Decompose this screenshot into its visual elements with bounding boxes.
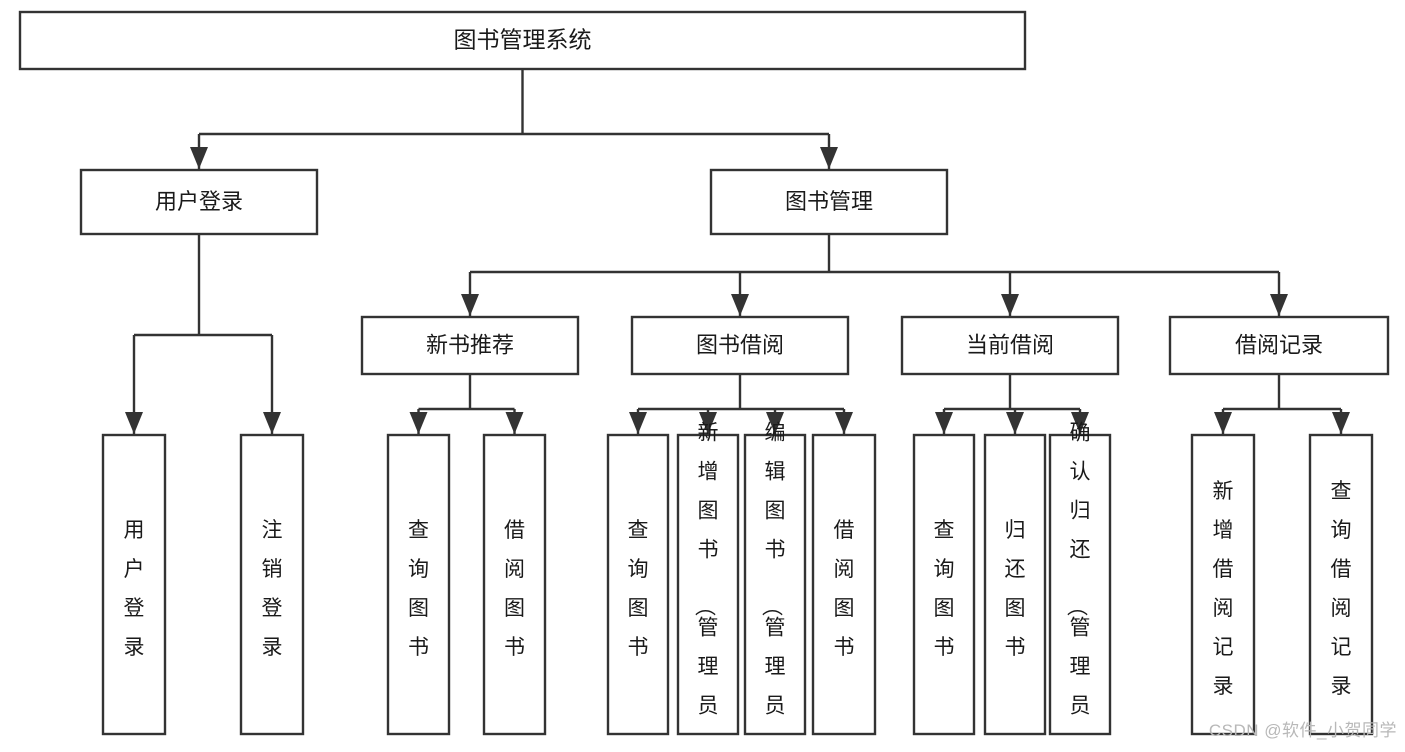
- node-label-root: 图书管理系统: [454, 27, 592, 53]
- node-label-leaf-5: 新增图书（管理员）: [693, 421, 719, 747]
- node-box-leaf-5[interactable]: [676, 433, 740, 736]
- arrow-head-icon: [820, 147, 838, 169]
- node-box-level3-2[interactable]: [900, 315, 1120, 376]
- node-label-level2-0: 用户登录: [155, 189, 243, 214]
- arrow-head-icon: [461, 294, 479, 316]
- node-box-leaf-4[interactable]: [606, 433, 670, 736]
- node-box-level2-0[interactable]: [79, 168, 319, 236]
- arrow-head-icon: [263, 412, 281, 434]
- arrow-head-icon: [409, 412, 428, 434]
- arrow-head-icon: [629, 412, 647, 434]
- node-box-leaf-12[interactable]: [1308, 433, 1374, 736]
- arrow-head-icon: [505, 412, 524, 434]
- node-box-leaf-2[interactable]: [386, 433, 451, 736]
- node-boxes: 图书管理系统用户登录图书管理新书推荐图书借阅当前借阅借阅记录用户登录注销登录查询…: [18, 10, 1390, 752]
- node-box-leaf-8[interactable]: [912, 433, 976, 736]
- node-box-leaf-7[interactable]: [811, 433, 877, 736]
- arrow-head-icon: [1001, 294, 1019, 316]
- node-label-level3-3: 借阅记录: [1235, 332, 1323, 357]
- node-label-leaf-8: 查询图书: [934, 519, 955, 659]
- arrow-head-icon: [1071, 412, 1089, 434]
- arrow-head-icon: [1214, 412, 1232, 434]
- arrow-head-icon: [766, 412, 784, 434]
- node-label-leaf-1: 注销登录: [262, 519, 283, 659]
- arrow-head-icon: [190, 147, 208, 169]
- node-label-level3-0: 新书推荐: [426, 332, 514, 357]
- node-box-level3-1[interactable]: [630, 315, 850, 376]
- node-box-leaf-6[interactable]: [743, 433, 807, 736]
- node-label-level3-2: 当前借阅: [966, 332, 1054, 357]
- arrow-head-icon: [935, 412, 953, 434]
- arrow-head-icon: [731, 294, 749, 316]
- node-label-leaf-4: 查询图书: [628, 519, 649, 659]
- node-label-leaf-12: 查询借阅记录: [1331, 480, 1352, 698]
- node-label-leaf-11: 新增借阅记录: [1213, 480, 1234, 698]
- arrow-head-icon: [1270, 294, 1288, 316]
- node-label-leaf-0: 用户登录: [124, 519, 145, 659]
- node-box-leaf-9[interactable]: [983, 433, 1047, 736]
- node-box-level3-3[interactable]: [1168, 315, 1390, 376]
- node-label-leaf-3: 借阅图书: [504, 519, 525, 659]
- node-label-level3-1: 图书借阅: [696, 332, 784, 357]
- node-label-leaf-6: 编辑图书（管理员）: [760, 421, 786, 747]
- node-box-level2-1[interactable]: [709, 168, 949, 236]
- node-box-leaf-1[interactable]: [239, 433, 305, 736]
- node-box-leaf-3[interactable]: [482, 433, 547, 736]
- node-label-leaf-7: 借阅图书: [834, 519, 855, 659]
- node-box-root[interactable]: [18, 10, 1027, 71]
- arrow-head-icon: [1332, 412, 1350, 434]
- arrow-head-icon: [1006, 412, 1024, 434]
- node-label-leaf-2: 查询图书: [408, 519, 429, 659]
- connector-lines: [125, 69, 1350, 434]
- node-box-leaf-10[interactable]: [1048, 433, 1112, 736]
- arrow-head-icon: [835, 412, 853, 434]
- node-box-leaf-11[interactable]: [1190, 433, 1256, 736]
- arrow-head-icon: [125, 412, 143, 434]
- node-label-level2-1: 图书管理: [785, 189, 873, 214]
- node-label-leaf-9: 归还图书: [1005, 519, 1026, 659]
- node-label-leaf-10: 确认归还（管理员）: [1065, 421, 1091, 747]
- node-box-level3-0[interactable]: [360, 315, 580, 376]
- node-box-leaf-0[interactable]: [101, 433, 167, 736]
- arrow-head-icon: [699, 412, 717, 434]
